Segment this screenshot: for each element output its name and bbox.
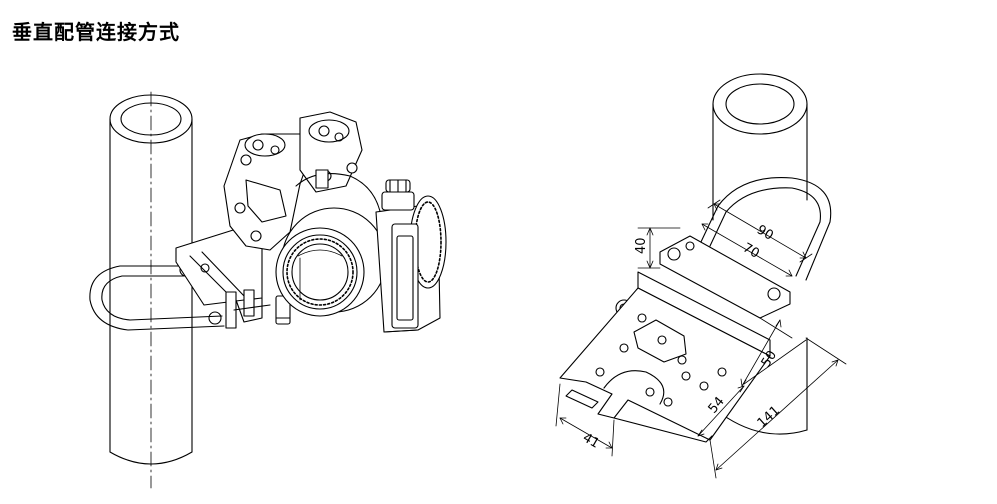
dimension-50-label: 50 — [759, 348, 780, 370]
right-u-bolt — [699, 177, 832, 281]
right-mounting-bracket — [559, 235, 791, 443]
page-title: 垂直配管连接方式 — [12, 20, 180, 44]
dimension-40-label: 40 — [634, 237, 649, 254]
dimension-90-label: 90 — [754, 222, 776, 243]
left-pipe — [109, 91, 193, 489]
dimension-70-label: 70 — [740, 240, 762, 261]
right-pipe — [712, 73, 808, 435]
dimension-lines — [555, 199, 847, 479]
left-mounting-bracket — [175, 225, 291, 329]
dimension-141-label: 141 — [755, 403, 783, 431]
dimension-41-label: 41 — [580, 430, 602, 451]
transmitter-body — [223, 111, 447, 333]
